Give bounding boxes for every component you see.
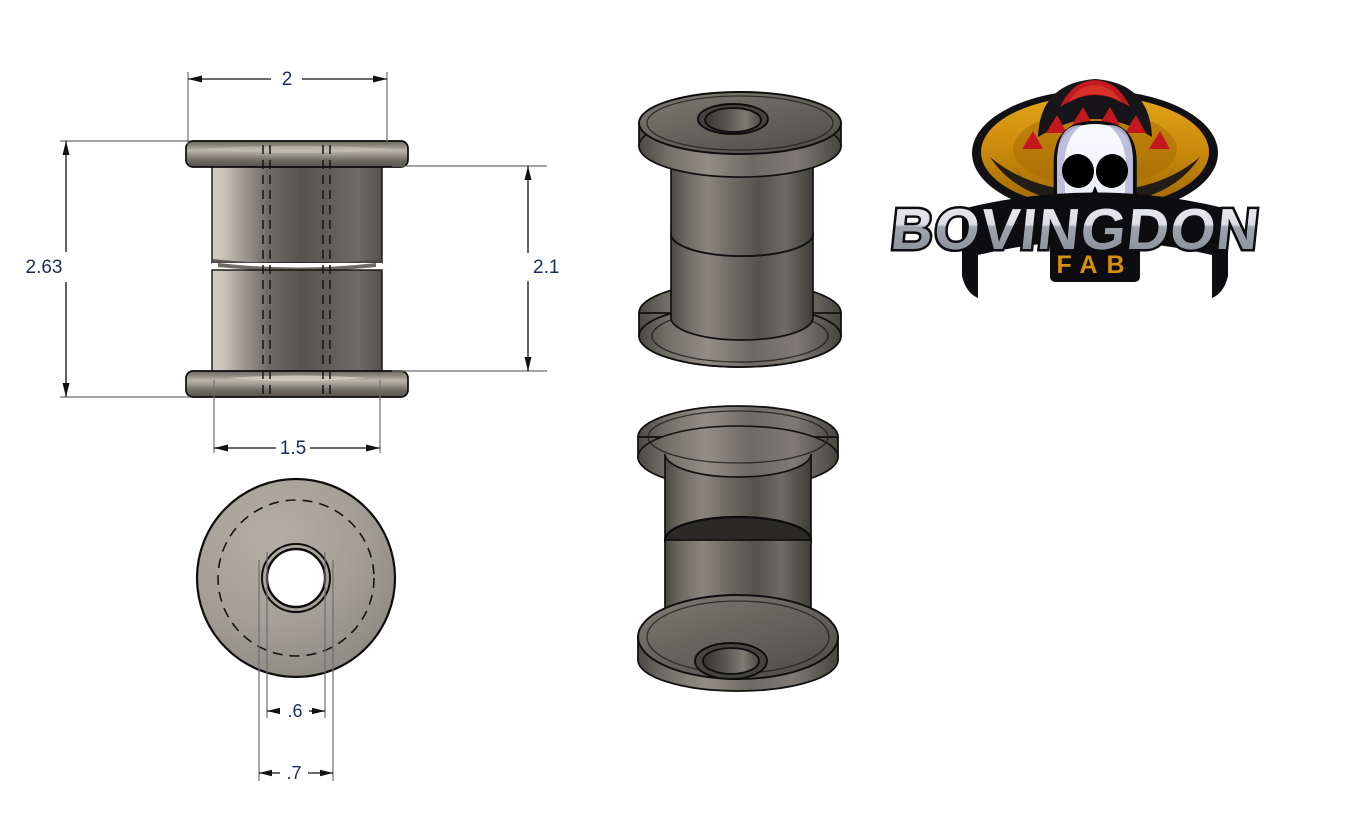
front-top-flange-highlight [196, 146, 398, 153]
dimension-value-flange-diameter: 2 [282, 69, 293, 90]
dimension-bore-diameter: .6 [266, 552, 326, 721]
iso-upper-top-flange-face-ring [646, 95, 834, 151]
iso-upper-upper-barrel [670, 155, 814, 257]
arrow-15-left [214, 444, 228, 452]
skull-eye-right [1095, 154, 1129, 188]
arrow-06-left [267, 707, 280, 715]
dimension-overall-height: 2.63 [26, 140, 190, 398]
sombrero-brim-shadow [990, 157, 1200, 205]
top-view-counterbore-circle [261, 543, 331, 613]
arrow-06-right [312, 707, 325, 715]
iso-upper-lower-barrel [670, 233, 814, 341]
sombrero-triangle-3 [1099, 107, 1120, 125]
sombrero-triangle-2 [1072, 107, 1093, 125]
dimension-counterbore-diameter: .7 [258, 560, 334, 783]
arrow-2-right [373, 75, 387, 83]
isometric-view-upper [638, 91, 842, 368]
arrow-21-top [524, 166, 532, 180]
front-lower-body [211, 269, 383, 374]
arrow-263-top [62, 141, 70, 155]
top-plan-view [195, 477, 397, 679]
sombrero-triangle-1 [1046, 115, 1067, 133]
dimension-body-height: 2.1 [392, 165, 559, 372]
sombrero-triangle-6 [1149, 131, 1170, 149]
arrow-07-left [259, 769, 272, 777]
arrow-21-bottom [524, 357, 532, 371]
front-split-gap [212, 263, 382, 270]
front-elevation-view [185, 140, 409, 398]
logo-primary-text: BOVINGDON [888, 197, 1263, 262]
dimension-body-diameter: 1.5 [213, 380, 381, 459]
logo-banner-shape [962, 192, 1228, 298]
arrow-263-bottom [62, 383, 70, 397]
dimension-value-counterbore-diameter: .7 [286, 763, 301, 783]
dimension-annotations: 2 2.63 2.1 [26, 69, 560, 783]
arrow-15-right [366, 444, 380, 452]
iso-lower-far-flange-ring [647, 410, 829, 464]
front-bottom-flange [185, 370, 409, 398]
dimension-value-body-height: 2.1 [533, 257, 559, 278]
skull-eye-left [1061, 154, 1095, 188]
front-split-gap-shadow [218, 263, 376, 271]
top-view-bore-hole [265, 547, 327, 609]
isometric-view-lower [637, 405, 839, 692]
arrow-2-left [188, 75, 202, 83]
sombrero-crown [1038, 79, 1152, 137]
sombrero-triangle-5 [1022, 131, 1043, 149]
dimension-value-body-diameter: 1.5 [280, 438, 306, 459]
iso-lower-bore-hole [702, 647, 760, 675]
sombrero-crown-red-highlight [1068, 85, 1122, 103]
iso-upper-bore-hole [704, 107, 762, 133]
bovingdon-fab-logo: BOVINGDON FAB [886, 79, 1266, 298]
arrow-07-right [320, 769, 333, 777]
logo-secondary-text: FAB [1057, 251, 1134, 279]
top-view-hidden-body-circle [217, 499, 375, 657]
front-upper-body [211, 164, 383, 264]
dimension-value-bore-diameter: .6 [287, 701, 302, 721]
dimension-flange-diameter: 2 [187, 69, 388, 145]
dimension-value-overall-height: 2.63 [26, 257, 63, 278]
logo-banner [962, 192, 1228, 298]
sombrero-triangle-4 [1125, 115, 1146, 133]
logo-fab-tab [1050, 238, 1140, 282]
front-top-flange [185, 140, 409, 168]
